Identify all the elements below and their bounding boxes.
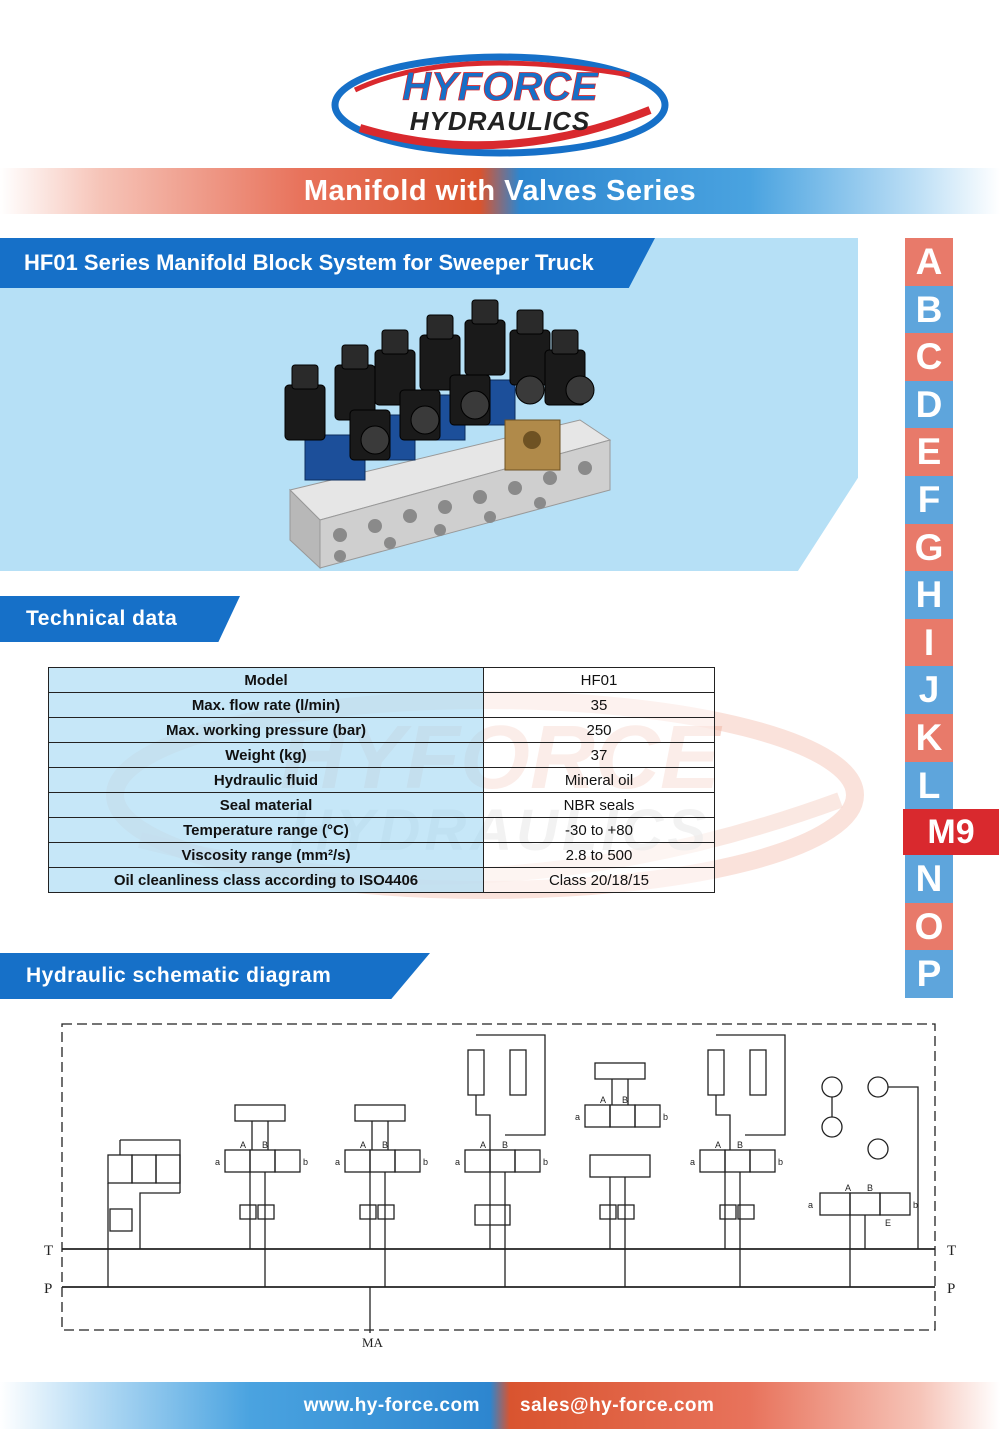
svg-text:B: B: [867, 1183, 873, 1193]
svg-text:b: b: [423, 1157, 428, 1167]
logo-line1: HYFORCE: [402, 65, 599, 109]
svg-text:a: a: [575, 1112, 580, 1122]
index-letter-b[interactable]: B: [905, 285, 953, 334]
svg-text:a: a: [808, 1200, 813, 1210]
schematic-header: [0, 953, 430, 999]
index-letter-j[interactable]: J: [905, 666, 953, 714]
svg-text:B: B: [382, 1140, 388, 1150]
technical-title: Technical data: [26, 607, 178, 630]
svg-text:B: B: [502, 1140, 508, 1150]
index-letter-n[interactable]: N: [905, 855, 953, 903]
row-label-temperature: Temperature range (°C): [48, 817, 484, 843]
row-value-weight: 37: [483, 742, 715, 768]
index-letter-h[interactable]: H: [905, 571, 953, 619]
index-letter-p[interactable]: P: [905, 950, 953, 998]
svg-text:b: b: [303, 1157, 308, 1167]
row-value-model: HF01: [483, 667, 715, 693]
row-label-viscosity: Viscosity range (mm²/s): [48, 842, 484, 868]
svg-text:a: a: [690, 1157, 695, 1167]
svg-text:B: B: [737, 1140, 743, 1150]
svg-text:A: A: [715, 1140, 721, 1150]
index-letter-m9-active[interactable]: M9: [903, 809, 999, 856]
row-label-fluid: Hydraulic fluid: [48, 767, 484, 793]
svg-text:a: a: [455, 1157, 460, 1167]
tank-line-label-right: T: [947, 1243, 956, 1259]
svg-text:A: A: [845, 1183, 851, 1193]
index-letter-d[interactable]: D: [905, 380, 953, 429]
table-row: Max. working pressure (bar)250: [48, 717, 715, 743]
table-row: Temperature range (°C)-30 to +80: [48, 817, 715, 843]
pressure-line-label-right: P: [947, 1281, 955, 1297]
table-row: Oil cleanliness class according to ISO44…: [48, 867, 715, 893]
index-letter-o[interactable]: O: [905, 902, 953, 951]
table-row: Max. flow rate (l/min)35: [48, 692, 715, 718]
row-value-temperature: -30 to +80: [483, 817, 715, 843]
index-letter-k[interactable]: K: [905, 713, 953, 762]
table-row: Weight (kg)37: [48, 742, 715, 768]
technical-header: [0, 596, 240, 642]
row-value-fluid: Mineral oil: [483, 767, 715, 793]
row-value-seal: NBR seals: [483, 792, 715, 818]
index-letter-l[interactable]: L: [905, 761, 953, 810]
row-value-flow: 35: [483, 692, 715, 718]
svg-text:A: A: [240, 1140, 246, 1150]
footer-bar: [0, 1382, 1000, 1429]
index-letter-i[interactable]: I: [905, 618, 953, 667]
index-letter-c[interactable]: C: [905, 333, 953, 381]
svg-text:a: a: [215, 1157, 220, 1167]
brand-logo: HYFORCE HYDRAULICS: [331, 53, 669, 157]
hydraulic-schematic-diagram: T P T P MA A B a b A B a b A B a b A B a b A B a b…: [44, 1023, 956, 1350]
svg-text:E: E: [885, 1218, 891, 1228]
svg-text:b: b: [663, 1112, 668, 1122]
svg-text:b: b: [778, 1157, 783, 1167]
row-value-viscosity: 2.8 to 500: [483, 842, 715, 868]
side-letter-index: A B C D E F G H I J K L M9 N O P: [903, 238, 999, 998]
row-label-weight: Weight (kg): [48, 742, 484, 768]
svg-text:B: B: [622, 1095, 628, 1105]
svg-text:A: A: [600, 1095, 606, 1105]
index-letter-e[interactable]: E: [905, 428, 953, 476]
product-header: [0, 238, 655, 288]
table-row: Viscosity range (mm²/s)2.8 to 500: [48, 842, 715, 868]
gauge-port-label: MA: [362, 1335, 384, 1350]
footer-website-link[interactable]: www.hy-force.com: [303, 1395, 480, 1416]
svg-text:A: A: [360, 1140, 366, 1150]
row-label-model: Model: [48, 667, 484, 693]
schematic-title: Hydraulic schematic diagram: [26, 964, 332, 987]
svg-text:b: b: [543, 1157, 548, 1167]
footer-email-link[interactable]: sales@hy-force.com: [520, 1395, 715, 1416]
index-letter-a[interactable]: A: [905, 238, 953, 286]
product-title: HF01 Series Manifold Block System for Sw…: [24, 250, 594, 275]
index-letter-g[interactable]: G: [905, 523, 953, 572]
manifold-product-image: [284, 299, 612, 570]
row-label-pressure: Max. working pressure (bar): [48, 717, 484, 743]
index-letter-f[interactable]: F: [905, 475, 953, 524]
svg-text:A: A: [480, 1140, 486, 1150]
pressure-line-label-left: P: [44, 1281, 52, 1297]
svg-text:B: B: [262, 1140, 268, 1150]
series-title: Manifold with Valves Series: [303, 175, 697, 207]
logo-line2: HYDRAULICS: [410, 106, 590, 136]
svg-text:a: a: [335, 1157, 340, 1167]
svg-text:b: b: [913, 1200, 918, 1210]
row-label-seal: Seal material: [48, 792, 484, 818]
tank-line-label-left: T: [44, 1243, 53, 1259]
row-label-cleanliness: Oil cleanliness class according to ISO44…: [48, 867, 484, 893]
series-banner: [0, 168, 1000, 214]
row-value-pressure: 250: [483, 717, 715, 743]
row-label-flow: Max. flow rate (l/min): [48, 692, 484, 718]
row-value-cleanliness: Class 20/18/15: [483, 867, 715, 893]
